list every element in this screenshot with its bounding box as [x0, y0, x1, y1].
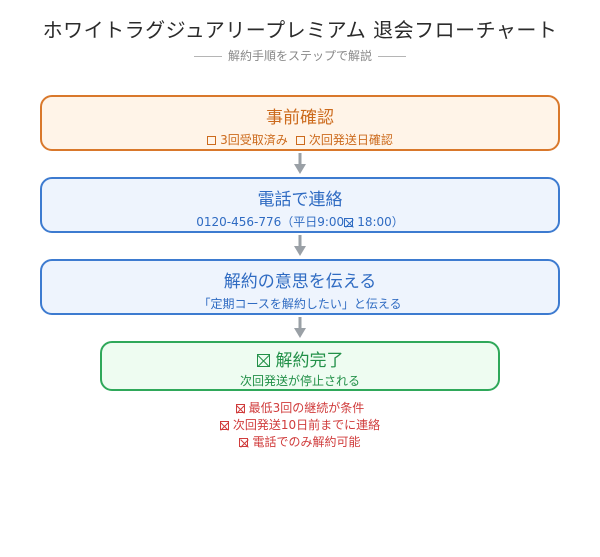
- checkbox-icon: [295, 136, 305, 145]
- step-complete-detail: 次回発送が停止される: [239, 374, 360, 388]
- subtitle-text: 解約手順をステップで解説: [227, 49, 372, 63]
- step-pre-check-items: 3回受取済み 次回発送日確認: [42, 131, 558, 148]
- subtitle-rule-right: [378, 56, 406, 57]
- arrow-down-icon: [294, 235, 306, 256]
- note-item: 次回発送10日前までに連絡: [0, 417, 600, 434]
- step-phone-contact-detail: 0120-456-776（平日9:00 18:00）: [42, 213, 558, 230]
- step-pre-check: 事前確認 3回受取済み 次回発送日確認: [40, 95, 560, 151]
- arrow-down-icon: [294, 153, 306, 174]
- missing-glyph-icon: [344, 218, 354, 227]
- step-phone-contact-title: 電話で連絡: [257, 190, 343, 210]
- step-express-intent: 解約の意思を伝える 「定期コースを解約したい」と伝える: [40, 259, 560, 315]
- step-phone-contact: 電話で連絡 0120-456-776（平日9:00 18:00）: [40, 177, 560, 233]
- missing-glyph-icon: [235, 404, 245, 413]
- page-subtitle: 解約手順をステップで解説: [0, 47, 600, 64]
- phone-hours-end: 18:00）: [357, 215, 404, 229]
- step-pre-check-title: 事前確認: [266, 108, 334, 128]
- page-title: ホワイトラグジュアリープレミアム 退会フローチャート: [42, 18, 558, 42]
- phone-hours-start: 0120-456-776（平日9:00: [196, 215, 345, 229]
- missing-glyph-icon: [256, 354, 270, 367]
- missing-glyph-icon: [239, 438, 249, 447]
- note-item: 電話でのみ解約可能: [0, 434, 600, 451]
- step-express-intent-detail: 「定期コースを解約したい」と伝える: [198, 297, 402, 311]
- note-item: 最低3回の継続が条件: [0, 400, 600, 417]
- check-item-received: 3回受取済み: [220, 133, 288, 147]
- step-complete-title: 解約完了: [275, 351, 344, 371]
- step-complete-title-row: 解約完了: [102, 346, 498, 371]
- arrow-down-icon: [294, 317, 306, 338]
- subtitle-rule-left: [193, 56, 222, 57]
- step-cancellation-complete: 解約完了 次回発送が停止される: [100, 341, 500, 391]
- checkbox-icon: [207, 136, 217, 145]
- warning-notes: 最低3回の継続が条件 次回発送10日前までに連絡 電話でのみ解約可能: [0, 400, 600, 451]
- step-express-intent-title: 解約の意思を伝える: [223, 272, 377, 292]
- missing-glyph-icon: [219, 421, 229, 430]
- check-item-ship-date: 次回発送日確認: [308, 133, 393, 147]
